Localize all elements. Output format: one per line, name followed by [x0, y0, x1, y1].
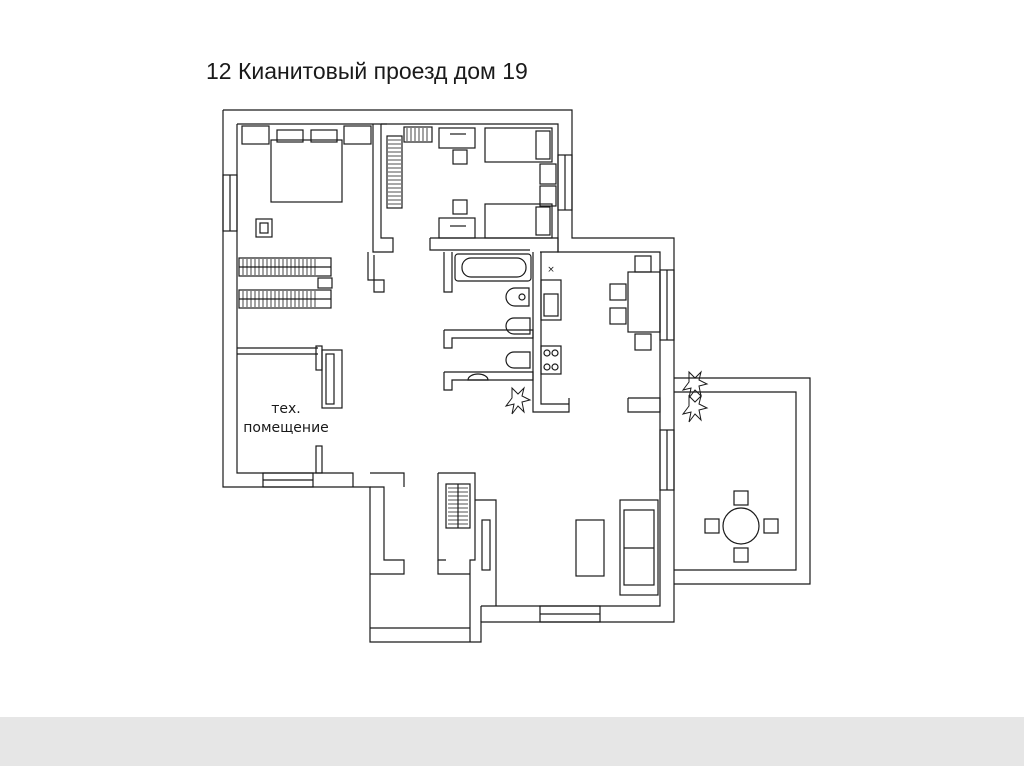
- table-icon: [575, 519, 605, 577]
- toilet-icon: [505, 351, 531, 369]
- pillow-icon: [310, 129, 338, 143]
- tech-room-label: тех. помещение: [236, 400, 336, 438]
- chair-icon: [634, 255, 652, 273]
- terrace: [674, 377, 811, 585]
- kitchen: ×: [540, 265, 562, 375]
- bathtub-icon: [454, 253, 532, 282]
- sofa-icon: [619, 499, 659, 596]
- stove-icon: [540, 345, 562, 375]
- wardrobe-icon: [241, 125, 270, 145]
- interior-walls: [237, 123, 661, 606]
- bed-icon: [484, 203, 553, 239]
- chair-icon: [609, 283, 627, 301]
- pillow-icon: [276, 129, 304, 143]
- table-icon: [627, 271, 661, 333]
- tech-room-label-line1: тех.: [271, 401, 301, 417]
- chair-icon: [609, 307, 627, 325]
- kids-room-furniture: [386, 126, 557, 239]
- footer-band: [0, 717, 1024, 766]
- desk-icon: [438, 127, 476, 149]
- wardrobe-icon: [403, 126, 433, 143]
- chair-icon: [733, 490, 749, 506]
- toilet-icon: [505, 317, 531, 335]
- round-table-icon: [722, 507, 760, 545]
- wardrobe-icon: [343, 125, 372, 145]
- chair-icon: [255, 218, 273, 238]
- chair-icon: [733, 547, 749, 563]
- plan-title: 12 Кианитовый проезд дом 19: [206, 58, 528, 84]
- plant-icon: [504, 370, 709, 423]
- bathroom-fixtures: [454, 253, 532, 381]
- windows: [222, 154, 675, 623]
- tech-room-label-line2: помещение: [243, 420, 329, 436]
- wardrobe-icon: [386, 135, 403, 209]
- floor-plan: ×: [222, 109, 811, 643]
- chair-icon: [634, 333, 652, 351]
- svg-text:×: ×: [547, 265, 555, 275]
- chair-icon: [452, 149, 468, 165]
- chair-icon: [452, 199, 468, 215]
- sink-icon: [540, 279, 562, 321]
- chair-icon: [763, 518, 779, 534]
- bed-icon: [484, 127, 553, 163]
- desk-icon: [438, 217, 476, 239]
- bed-icon: [270, 139, 343, 203]
- sink-icon: [467, 373, 489, 381]
- boiler-icon: [321, 349, 343, 409]
- chair-icon: [704, 518, 720, 534]
- bedroom-furniture: [238, 125, 372, 309]
- outer-walls: [222, 109, 675, 643]
- sink-icon: [505, 287, 530, 307]
- living-room-furniture: [321, 255, 661, 596]
